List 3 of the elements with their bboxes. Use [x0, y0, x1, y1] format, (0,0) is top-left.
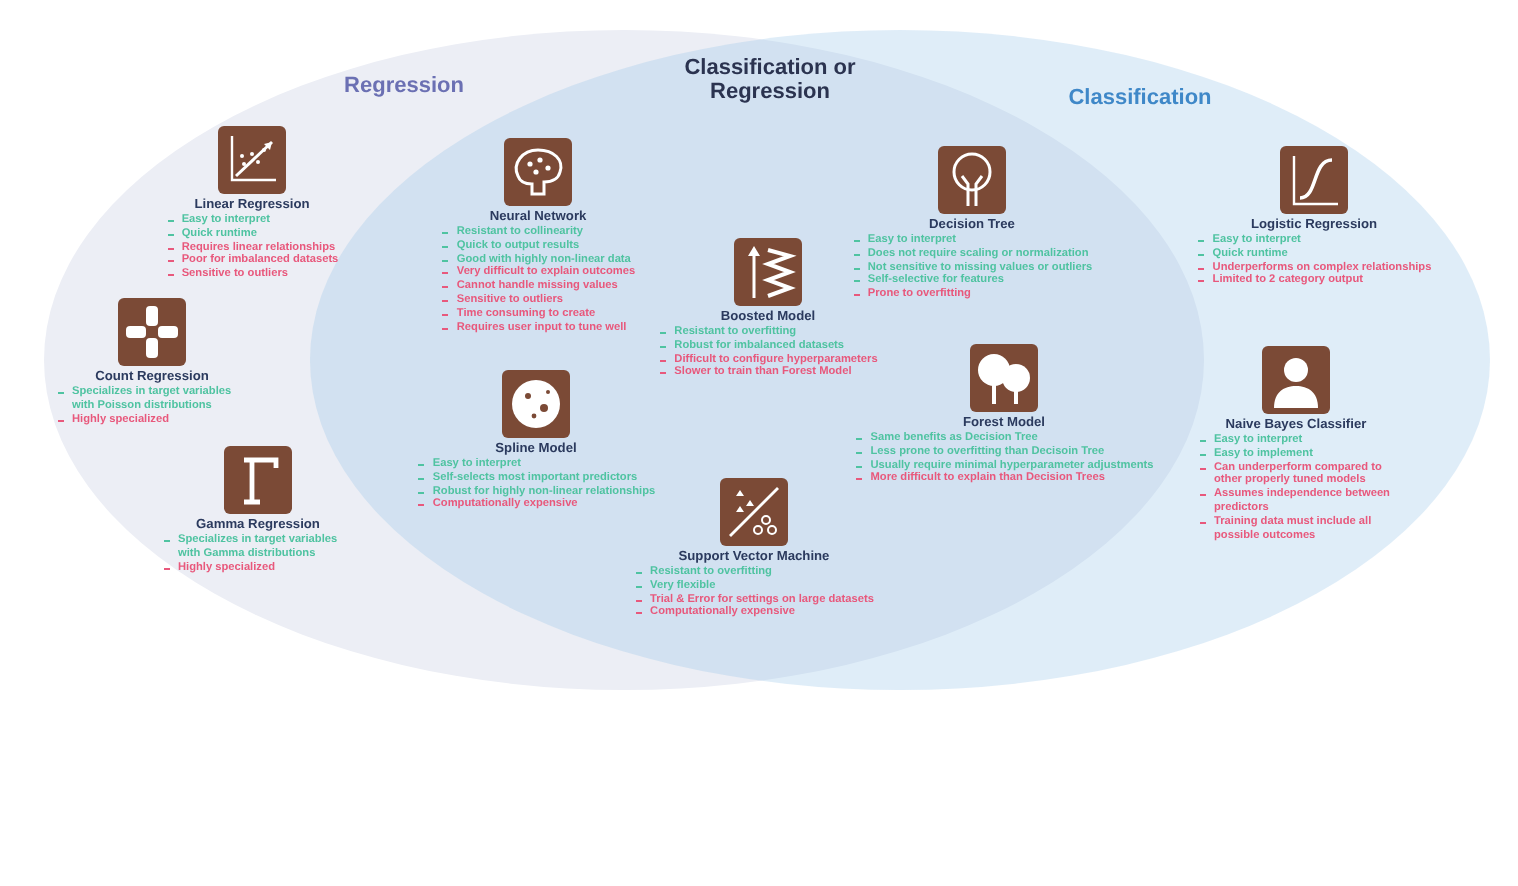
set-heading: Regression — [344, 74, 464, 98]
overlap-heading: Classification or Regression — [682, 56, 858, 104]
set-heading: Classification — [1068, 86, 1212, 110]
